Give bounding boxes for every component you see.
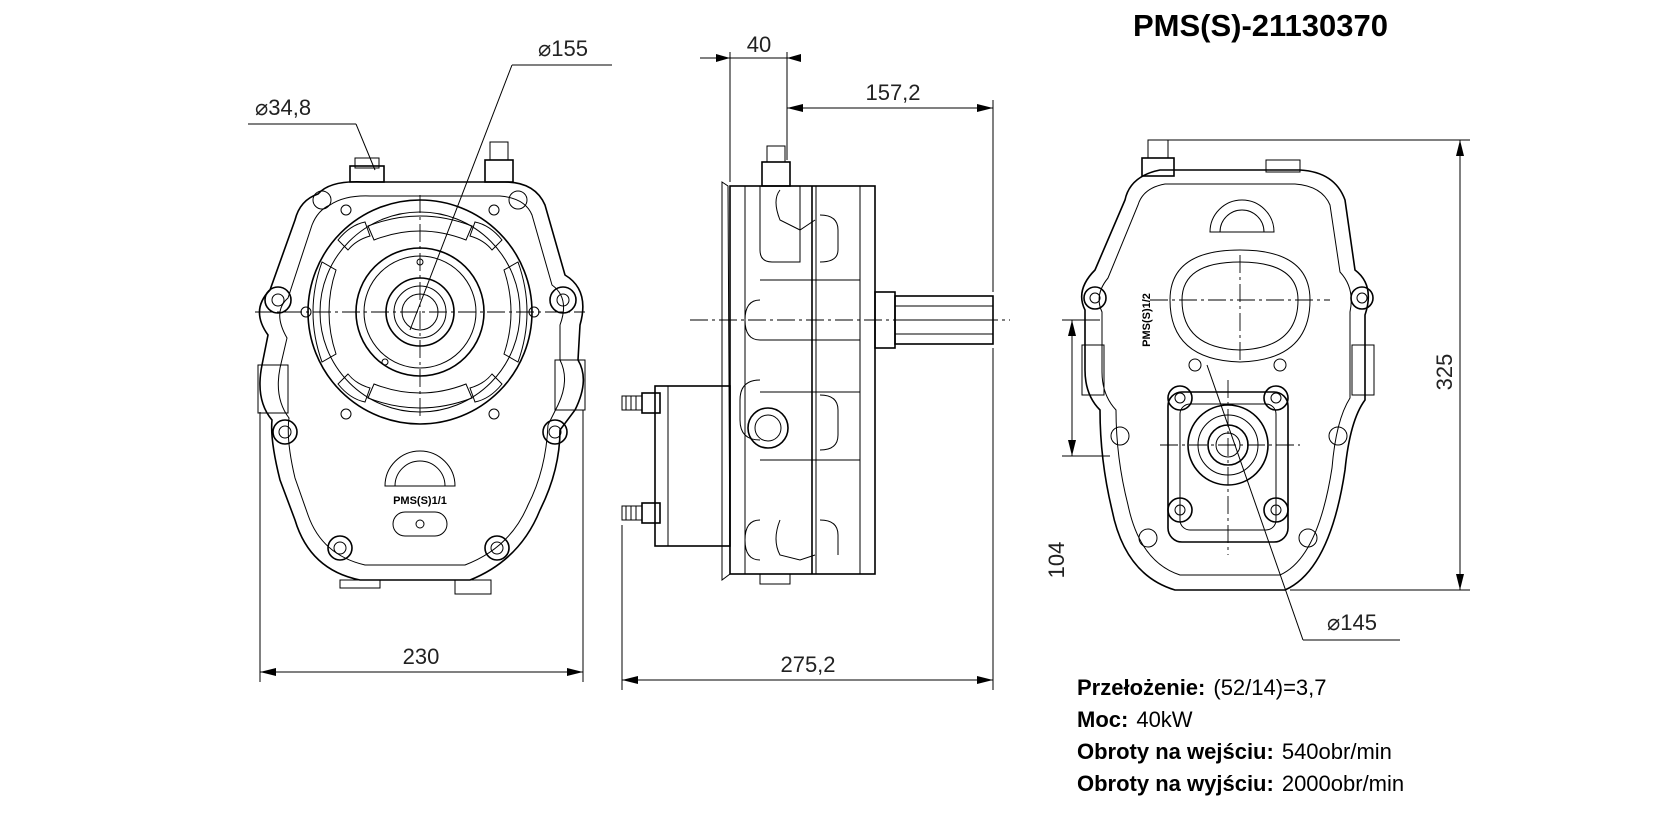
spec-output-speed: Obroty na wyjściu: 2000obr/min [1077, 768, 1404, 800]
spec-value: 2000obr/min [1281, 771, 1405, 796]
rear-plate-text: PMS(S)1/2 [1141, 293, 1153, 347]
front-plate-text: PMS(S)1/1 [393, 495, 447, 507]
dim-side-flange: 40 [747, 32, 771, 57]
dim-rear-height: 325 [1432, 354, 1457, 391]
model-title: PMS(S)-21130370 [1132, 8, 1388, 43]
dim-rear-flange-diameter: ⌀145 [1327, 610, 1377, 635]
spec-label: Moc: [1077, 707, 1129, 732]
dim-flange-diameter: ⌀155 [538, 36, 588, 61]
spec-power: Moc: 40kW [1077, 704, 1404, 736]
dim-side-shaft: 157,2 [865, 80, 920, 105]
spec-value: 40kW [1136, 707, 1193, 732]
front-dimensions: ⌀34,8 ⌀155 230 [248, 36, 612, 682]
dim-shaft-diameter: ⌀34,8 [255, 95, 311, 120]
front-view: PMS(S)1/1 [255, 141, 586, 595]
spec-input-speed: Obroty na wejściu: 540obr/min [1077, 736, 1404, 768]
rear-view: PMS(S)1/2 [1080, 139, 1375, 591]
spec-label: Obroty na wejściu: [1077, 739, 1274, 764]
spec-value: 540obr/min [1281, 739, 1392, 764]
spec-value: (52/14)=3,7 [1213, 675, 1327, 700]
spec-label: Przełożenie: [1077, 675, 1206, 700]
rear-dimensions: 325 104 ⌀145 [1044, 139, 1470, 641]
dim-side-length: 275,2 [780, 652, 835, 677]
side-dimensions: 40 157,2 275,2 [621, 32, 994, 690]
dim-rear-offset: 104 [1044, 542, 1069, 579]
spec-list: Przełożenie: (52/14)=3,7 Moc: 40kW Obroty … [1077, 672, 1404, 800]
spec-label: Obroty na wyjściu: [1077, 771, 1274, 796]
spec-ratio: Przełożenie: (52/14)=3,7 [1077, 672, 1404, 704]
side-view [621, 145, 1010, 585]
dim-width: 230 [403, 644, 440, 669]
